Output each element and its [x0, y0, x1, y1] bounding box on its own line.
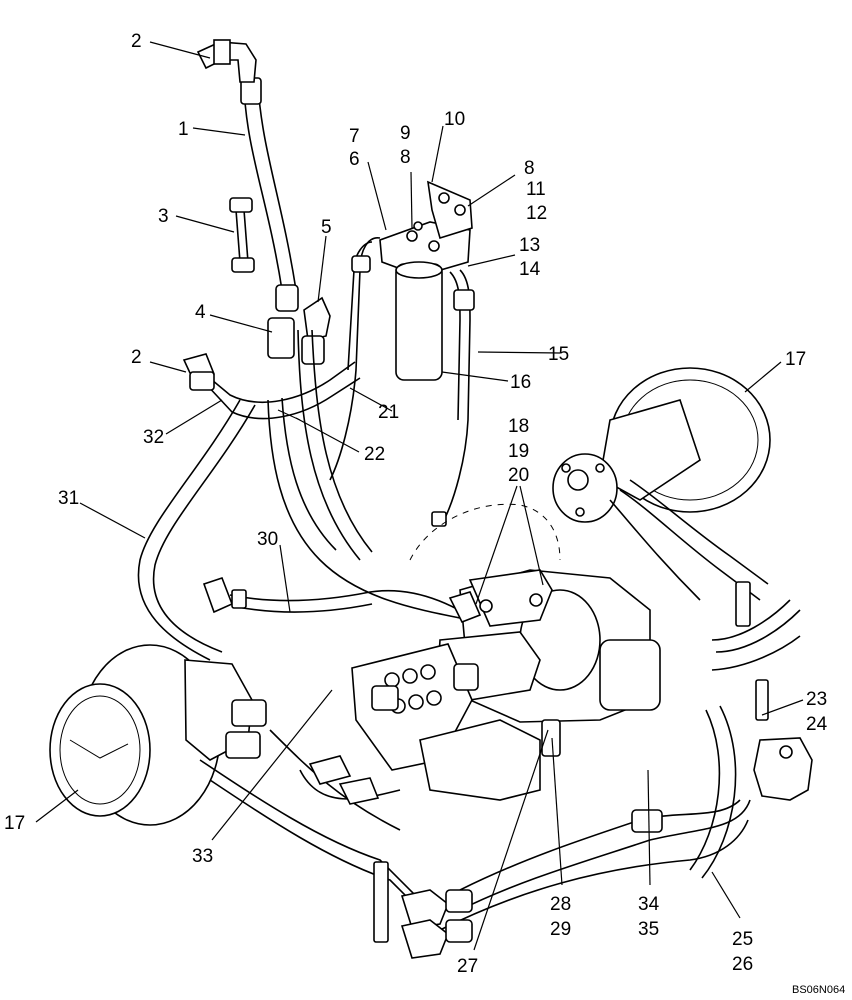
callout-label: 8 — [400, 147, 411, 168]
callout-label: 17 — [785, 349, 806, 370]
callout-label: 9 — [400, 123, 411, 144]
callout-label: 13 — [519, 235, 540, 256]
callout-label: 4 — [195, 302, 206, 323]
tube-3 — [229, 197, 255, 273]
callout-label: 17 — [4, 813, 25, 834]
callout-label: 21 — [378, 402, 399, 423]
lower-hoses — [199, 705, 751, 959]
callout-label: 26 — [732, 954, 753, 975]
callout-label: 1 — [178, 119, 189, 140]
callout-label: 15 — [548, 344, 569, 365]
callout-label: 6 — [349, 149, 360, 170]
hose-1 — [196, 39, 299, 312]
callout-label: 24 — [806, 714, 828, 735]
callout-label: 20 — [508, 465, 529, 486]
callout-label: 28 — [550, 894, 571, 915]
callout-label: 35 — [638, 919, 659, 940]
callout-label: 31 — [58, 488, 79, 509]
callout-label: 12 — [526, 203, 547, 224]
callout-label: 25 — [732, 929, 753, 950]
callout-label: 16 — [510, 372, 531, 393]
leader-lines — [35, 41, 804, 951]
callout-label: 7 — [349, 126, 360, 147]
drive-motor-left — [49, 644, 267, 826]
callout-label: 11 — [526, 179, 546, 200]
callout-label: 19 — [508, 441, 529, 462]
pump-valve-block — [351, 569, 661, 801]
hoses-21-22-31 — [137, 329, 471, 661]
filter-assembly — [329, 180, 475, 527]
callout-label: 29 — [550, 919, 571, 940]
callout-label: 22 — [364, 444, 385, 465]
hose-30 — [202, 576, 491, 631]
callout-label: 34 — [638, 894, 660, 915]
callout-label: 3 — [158, 206, 169, 227]
callout-labels: 2 1 3 4 5 6 7 8 8 9 10 11 12 13 14 15 16… — [4, 31, 845, 996]
valve-23-24 — [711, 599, 813, 801]
callout-label: 14 — [519, 259, 541, 280]
line-art — [49, 39, 813, 959]
callout-label: 33 — [192, 846, 213, 867]
callout-label: 27 — [457, 956, 478, 977]
callout-label: 23 — [806, 689, 827, 710]
callout-label: 32 — [143, 427, 164, 448]
drawing-code: BS06N064 — [792, 984, 845, 996]
fittings-4-5 — [267, 296, 331, 365]
callout-label: 30 — [257, 529, 278, 550]
callout-label: 5 — [321, 217, 332, 238]
callout-label: 8 — [524, 158, 535, 179]
callout-label: 2 — [131, 31, 142, 52]
drive-motor-right — [552, 367, 771, 627]
callout-label: 10 — [444, 109, 465, 130]
callout-label: 2 — [131, 347, 142, 368]
callout-label: 18 — [508, 416, 529, 437]
